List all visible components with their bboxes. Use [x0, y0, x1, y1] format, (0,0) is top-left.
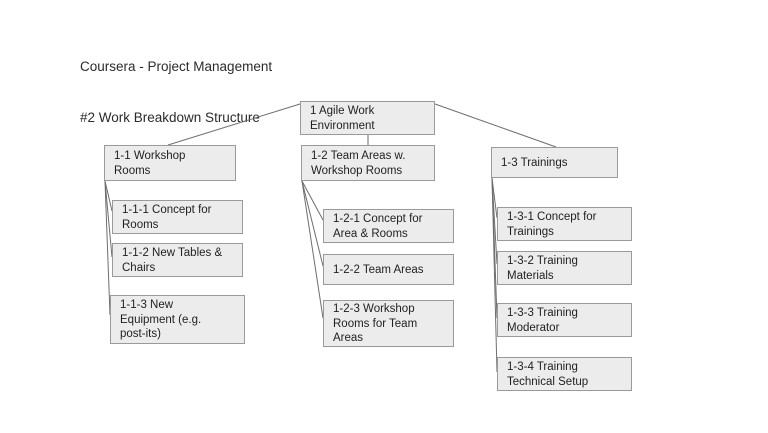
- wbs-node-1-1-2[interactable]: 1-1-2 New Tables & Chairs: [112, 243, 243, 277]
- title-line-2: #2 Work Breakdown Structure: [80, 110, 260, 125]
- wbs-node-label: 1-1-1 Concept for Rooms: [122, 204, 212, 231]
- wbs-node-label: 1-1-2 New Tables & Chairs: [122, 247, 223, 274]
- connector-1-2-to-1-2-2: [301, 180, 324, 267]
- wbs-node-1-2-1[interactable]: 1-2-1 Concept for Area & Rooms: [323, 209, 454, 243]
- title-line-1: Coursera - Project Management: [80, 59, 273, 74]
- wbs-node-1-3-4[interactable]: 1-3-4 Training Technical Setup: [497, 357, 632, 391]
- wbs-node-label: 1-2-1 Concept for Area & Rooms: [333, 213, 423, 240]
- wbs-node-label: 1-3-4 Training Technical Setup: [507, 361, 589, 388]
- page-title: Coursera - Project Management #2 Work Br…: [80, 24, 272, 160]
- wbs-node-1-3-3[interactable]: 1-3-3 Training Moderator: [497, 303, 632, 337]
- connector-1-2-to-1-2-1: [301, 180, 324, 221]
- wbs-node-1[interactable]: 1 Agile Work Environment: [300, 101, 435, 135]
- wbs-node-1-3-2[interactable]: 1-3-2 Training Materials: [497, 251, 632, 285]
- wbs-node-label: 1-3-2 Training Materials: [507, 255, 578, 282]
- wbs-node-label: 1 Agile Work Environment: [310, 105, 375, 132]
- wbs-node-label: 1-3 Trainings: [501, 156, 568, 169]
- connector-1-3-to-1-3-3: [491, 177, 498, 319]
- wbs-node-1-3[interactable]: 1-3 Trainings: [491, 147, 618, 178]
- wbs-node-1-1-1[interactable]: 1-1-1 Concept for Rooms: [112, 200, 243, 234]
- wbs-node-label: 1-2 Team Areas w. Workshop Rooms: [311, 150, 406, 177]
- wbs-node-label: 1-3-1 Concept for Trainings: [507, 211, 597, 238]
- wbs-node-1-1[interactable]: 1-1 Workshop Rooms: [104, 145, 236, 181]
- wbs-node-1-2-2[interactable]: 1-2-2 Team Areas: [323, 254, 454, 285]
- connector-1-1-to-1-1-1: [104, 180, 113, 212]
- wbs-node-label: 1-2-3 Workshop Rooms for Team Areas: [333, 303, 418, 345]
- wbs-node-1-1-3[interactable]: 1-1-3 New Equipment (e.g. post-its): [110, 295, 245, 344]
- wbs-node-1-2-3[interactable]: 1-2-3 Workshop Rooms for Team Areas: [323, 300, 454, 347]
- wbs-node-label: 1-1 Workshop Rooms: [114, 150, 186, 177]
- wbs-node-label: 1-1-3 New Equipment (e.g. post-its): [120, 299, 202, 341]
- wbs-node-1-2[interactable]: 1-2 Team Areas w. Workshop Rooms: [301, 145, 435, 181]
- connector-1-1-to-1-1-2: [104, 180, 113, 258]
- wbs-node-1-3-1[interactable]: 1-3-1 Concept for Trainings: [497, 207, 632, 241]
- connector-1-2-to-1-2-3: [301, 180, 324, 319]
- wbs-node-label: 1-3-3 Training Moderator: [507, 307, 578, 334]
- wbs-node-label: 1-2-2 Team Areas: [333, 263, 424, 276]
- connector-1-to-1-3: [434, 103, 557, 148]
